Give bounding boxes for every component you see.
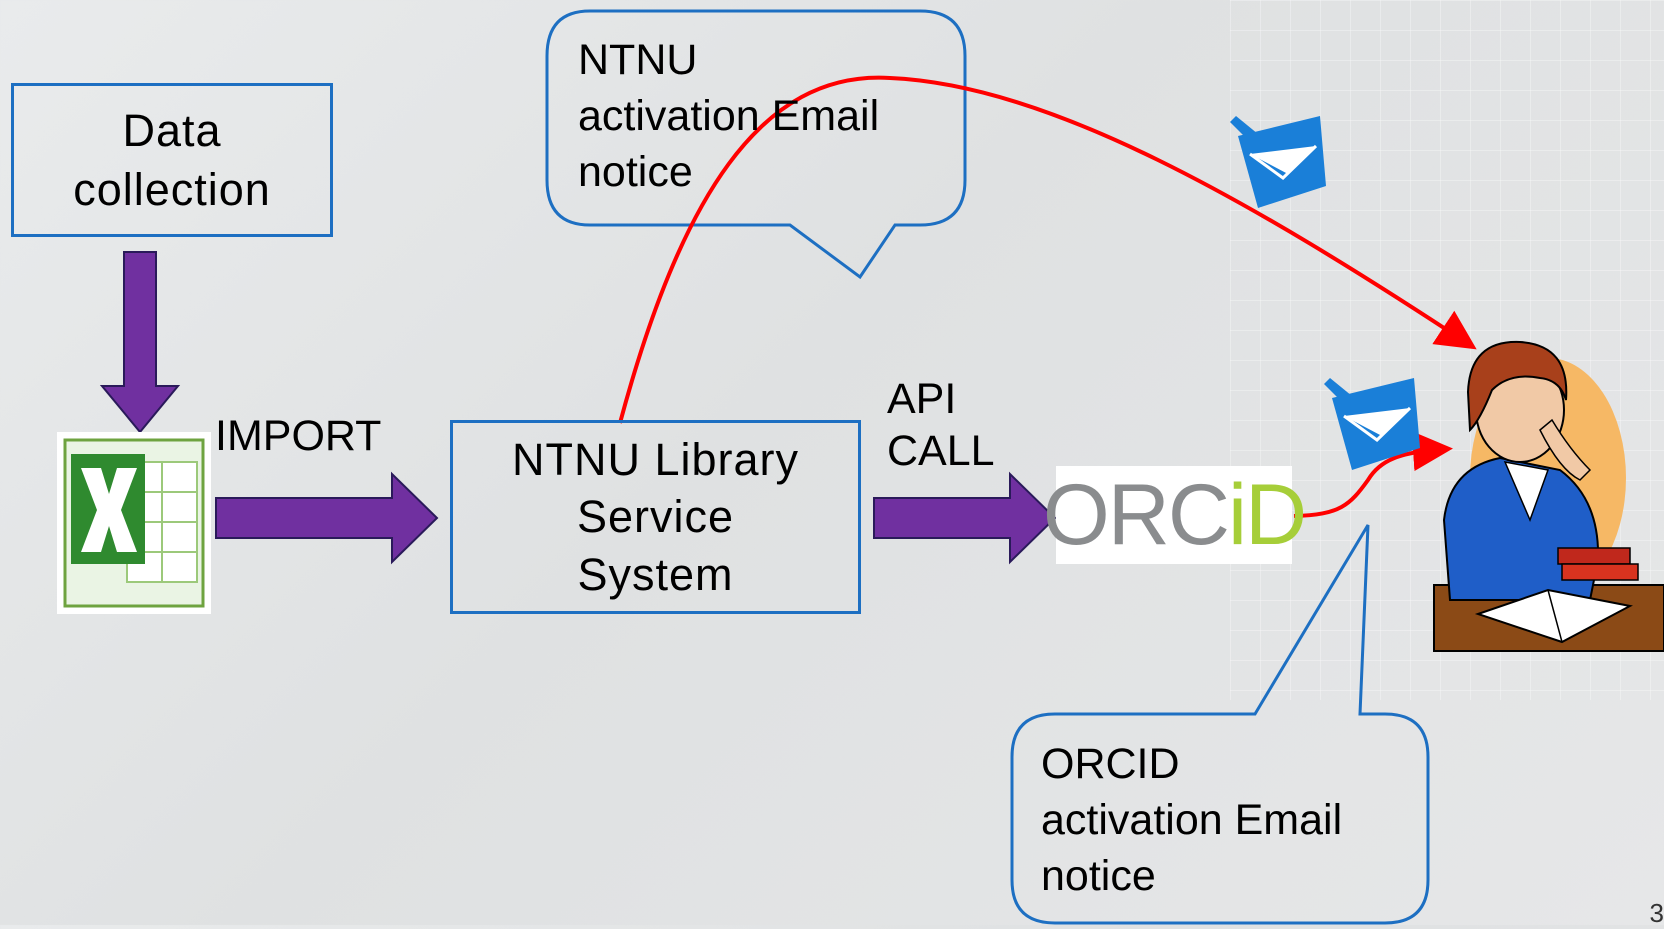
excel-icon: [57, 432, 211, 614]
orcid-notice-text: ORCID activation Email notice: [1041, 740, 1343, 900]
import-label: IMPORT: [215, 412, 382, 460]
api-arrow: [873, 471, 1057, 565]
orcid-callout-bubble: [1010, 524, 1430, 925]
api-call-label: API CALL: [887, 375, 995, 476]
researcher-clipart: [1433, 340, 1664, 652]
library-system-label: NTNU Library Service System: [511, 434, 800, 600]
email-icon: [1230, 116, 1326, 208]
ntnu-callout-bubble: [545, 9, 967, 280]
ntnu-email-path: [618, 75, 1477, 424]
page-number: 3: [1649, 898, 1664, 928]
import-arrow: [215, 471, 439, 565]
orcid-logo-grey: ORC: [1042, 466, 1230, 563]
library-system-box: NTNU Library Service System: [450, 420, 861, 614]
data-collection-box: Data collection: [11, 83, 333, 237]
email-icon: [1324, 378, 1420, 470]
data-collection-label: Data collection: [73, 104, 271, 215]
orcid-logo-green: iD: [1227, 466, 1307, 563]
down-arrow: [99, 251, 181, 434]
ntnu-notice-text: NTNU activation Email notice: [578, 36, 880, 196]
orcid-email-path: [1293, 431, 1453, 518]
orcid-logo: ORCiD: [1043, 466, 1307, 564]
